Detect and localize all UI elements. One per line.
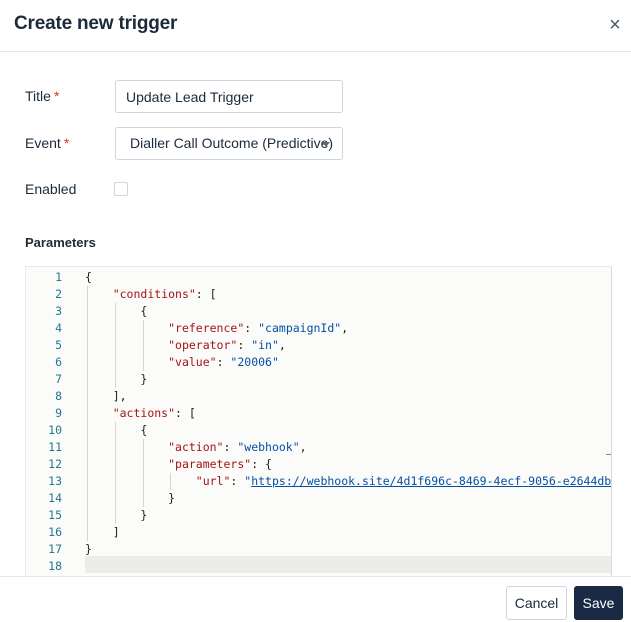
code-line: "action": "webhook", xyxy=(168,440,307,454)
close-icon[interactable]: × xyxy=(609,14,621,36)
code-line: "parameters": { xyxy=(168,457,272,471)
line-number: 5 xyxy=(55,338,62,352)
line-number: 4 xyxy=(55,321,62,335)
indent-guide xyxy=(87,286,88,541)
line-number: 17 xyxy=(48,542,62,556)
title-label: Title* xyxy=(25,88,60,104)
event-select[interactable]: Dialler Call Outcome (Predictive) xyxy=(115,127,343,160)
event-select-value: Dialler Call Outcome (Predictive) xyxy=(130,135,334,151)
line-number: 2 xyxy=(55,287,62,301)
indent-guide xyxy=(142,320,144,371)
code-line: { xyxy=(85,270,92,284)
indent-guide xyxy=(114,422,116,524)
enabled-label: Enabled xyxy=(25,181,77,197)
code-line: { xyxy=(85,423,148,437)
code-line: "url": "https://webhook.site/4d1f696c-84… xyxy=(195,474,612,488)
code-line: ], xyxy=(85,389,127,403)
line-number: 11 xyxy=(48,440,62,454)
code-line: { xyxy=(85,304,148,318)
dialog-footer: Cancel Save xyxy=(0,576,631,622)
code-line: "actions": [ xyxy=(112,406,196,420)
line-number: 3 xyxy=(55,304,62,318)
code-line: ] xyxy=(85,525,120,539)
line-number: 9 xyxy=(55,406,62,420)
code-line: "operator": "in", xyxy=(168,338,286,352)
line-number: 12 xyxy=(48,457,62,471)
line-number: 13 xyxy=(48,474,62,488)
line-number: 16 xyxy=(48,525,62,539)
line-number: 7 xyxy=(55,372,62,386)
line-number: 14 xyxy=(48,491,62,505)
code-line: "reference": "campaignId", xyxy=(168,321,349,335)
code-line: "conditions": [ xyxy=(112,287,217,301)
event-label: Event* xyxy=(25,135,70,151)
current-line-highlight xyxy=(85,556,612,573)
editor-scrollbar[interactable] xyxy=(611,267,612,576)
indent-guide xyxy=(142,439,144,507)
code-line: } xyxy=(85,491,176,505)
line-number: 6 xyxy=(55,355,62,369)
enabled-checkbox[interactable] xyxy=(114,182,128,196)
indent-guide xyxy=(170,473,172,490)
save-button[interactable]: Save xyxy=(574,586,623,620)
title-input[interactable] xyxy=(115,80,343,113)
parameters-label: Parameters xyxy=(25,235,96,250)
line-number: 18 xyxy=(48,559,62,573)
code-line: "value": "20006" xyxy=(168,355,279,369)
line-number: 10 xyxy=(48,423,62,437)
required-mark: * xyxy=(53,88,60,104)
dialog-header: Create new trigger × xyxy=(0,0,631,52)
indent-guide xyxy=(114,303,116,388)
code-line: } xyxy=(85,542,92,556)
code-line: } xyxy=(85,372,148,386)
line-number: 1 xyxy=(55,270,62,284)
scroll-marker xyxy=(606,454,612,455)
line-number: 15 xyxy=(48,508,62,522)
line-number: 8 xyxy=(55,389,62,403)
caret-down-icon xyxy=(322,142,330,147)
dialog-title: Create new trigger xyxy=(14,13,178,34)
code-line: } xyxy=(85,508,148,522)
cancel-button[interactable]: Cancel xyxy=(506,586,567,620)
required-mark: * xyxy=(63,135,70,151)
